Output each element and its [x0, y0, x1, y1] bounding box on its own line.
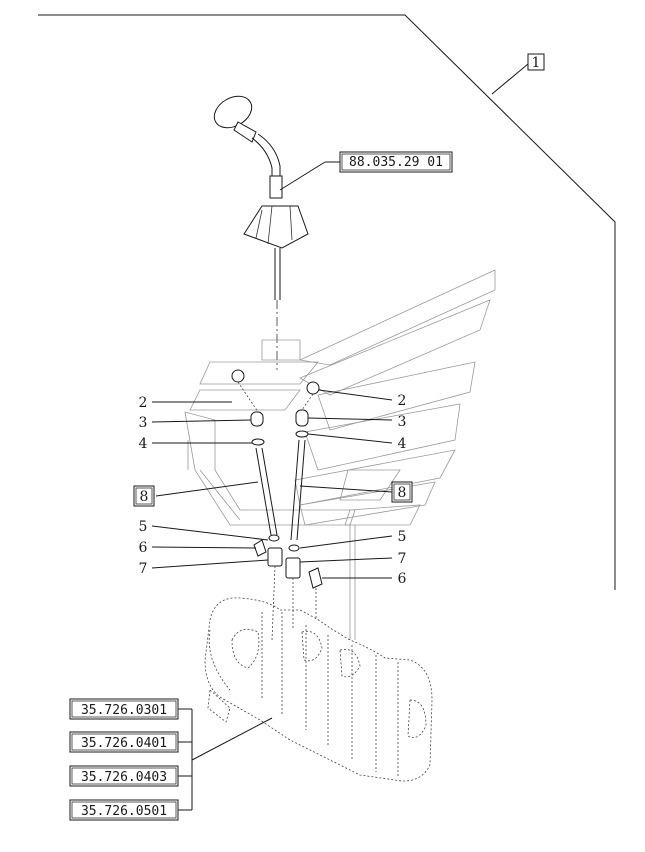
callout-4-right: 4 — [398, 436, 407, 452]
lever-ref-callout[interactable]: 88.035.29 01 — [279, 151, 453, 191]
ref-box-8-left-label: 8 — [140, 489, 149, 505]
left-callouts: 2 3 4 5 6 7 — [139, 395, 269, 577]
callout-5-right: 5 — [398, 529, 407, 545]
control-valve-block[interactable] — [204, 597, 433, 782]
callout-3-left: 3 — [139, 415, 148, 431]
callout-7-left: 7 — [139, 561, 148, 577]
ref-box-8-right[interactable]: 8 — [299, 481, 413, 503]
ref-box-8-left[interactable]: 8 — [133, 481, 259, 507]
callout-7-right: 7 — [398, 551, 407, 567]
valve-ref-box-2[interactable]: 35.726.0401 — [69, 731, 179, 753]
control-lever[interactable] — [209, 90, 309, 370]
valve-ref-4-text: 35.726.0501 — [81, 804, 167, 819]
callout-3-right: 3 — [398, 414, 407, 430]
ref-box-1-label: 1 — [532, 55, 541, 71]
valve-ref-1-text: 35.726.0301 — [81, 703, 167, 718]
right-linkage[interactable] — [285, 381, 323, 589]
valve-ref-box-4[interactable]: 35.726.0501 — [69, 799, 179, 821]
callout-2-right: 2 — [398, 393, 407, 409]
lever-ref-text: 88.035.29 01 — [349, 155, 443, 170]
callout-6-left: 6 — [139, 540, 148, 556]
ref-box-1[interactable]: 1 — [527, 53, 545, 71]
frame-outline — [38, 14, 616, 590]
valve-ref-2-text: 35.726.0401 — [81, 736, 167, 751]
valve-ref-box-1[interactable]: 35.726.0301 — [69, 698, 179, 720]
callout-5-left: 5 — [139, 519, 148, 535]
callout-4-left: 4 — [139, 436, 148, 452]
callout-2-left: 2 — [139, 395, 148, 411]
right-callouts: 2 3 4 5 7 6 — [299, 389, 407, 587]
valve-ref-leaders — [178, 708, 273, 811]
valve-ref-box-3[interactable]: 35.726.0403 — [69, 765, 179, 787]
ref-box-8-right-label: 8 — [398, 485, 407, 501]
housing-panels — [184, 269, 496, 640]
callout-6-right: 6 — [398, 571, 407, 587]
valve-ref-3-text: 35.726.0403 — [81, 770, 167, 785]
left-linkage[interactable] — [231, 369, 283, 567]
centerlines — [237, 381, 317, 641]
